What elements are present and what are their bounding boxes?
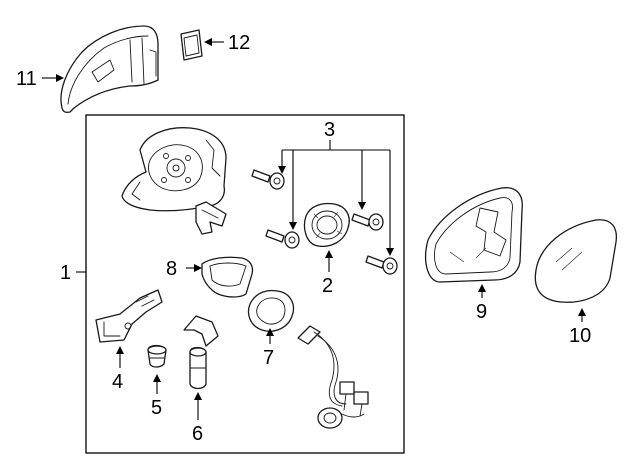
part-3-screw[interactable] xyxy=(365,255,398,275)
callout-6: 6 xyxy=(192,423,203,445)
part-4-bracket[interactable] xyxy=(95,289,163,343)
part-3-screw[interactable] xyxy=(251,169,285,190)
callout-1: 1 xyxy=(60,262,71,284)
part-9-mirror-backing[interactable] xyxy=(425,187,523,283)
callout-4: 4 xyxy=(112,371,123,393)
part-7-gasket[interactable] xyxy=(247,289,295,332)
part-5-socket[interactable] xyxy=(147,344,167,368)
part-2-actuator[interactable] xyxy=(303,202,350,248)
callout-9: 9 xyxy=(476,301,487,323)
part-8-lamp[interactable] xyxy=(201,256,254,298)
callout-8: 8 xyxy=(166,258,177,280)
part-6-bulb[interactable] xyxy=(183,315,219,390)
part-3-screw[interactable] xyxy=(351,213,384,231)
wiring-harness[interactable] xyxy=(297,325,369,429)
part-3-screw[interactable] xyxy=(265,229,300,249)
part-12-clip[interactable] xyxy=(180,29,203,61)
callout-7: 7 xyxy=(263,347,274,369)
leader-lines xyxy=(42,38,586,420)
callout-3: 3 xyxy=(324,119,335,141)
callout-5: 5 xyxy=(151,397,162,419)
part-10-mirror-glass[interactable] xyxy=(534,219,618,303)
part-11-mirror-cover[interactable] xyxy=(60,25,159,114)
callout-12: 12 xyxy=(228,32,250,54)
callout-2: 2 xyxy=(322,275,333,297)
part-1-mirror-housing[interactable] xyxy=(121,127,227,235)
assembly-frame xyxy=(85,114,405,454)
callout-11: 11 xyxy=(16,68,37,90)
callout-10: 10 xyxy=(569,325,591,347)
